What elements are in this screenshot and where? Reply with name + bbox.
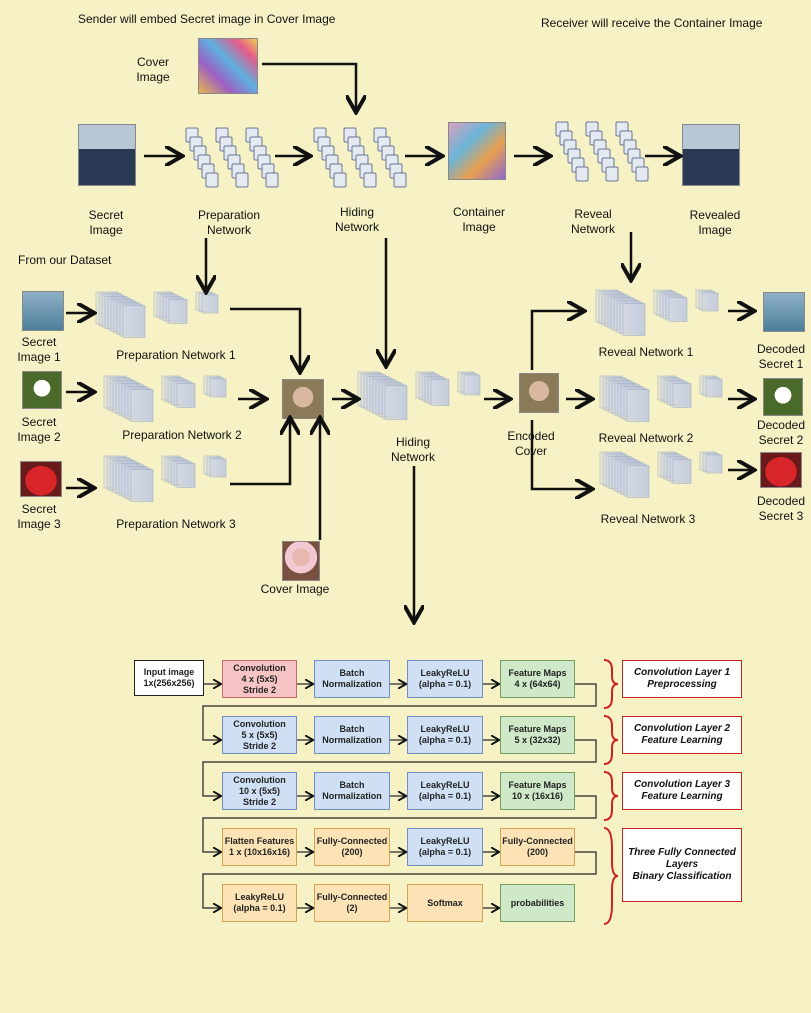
- reveal-network-1-label: Reveal Network 1: [598, 345, 694, 359]
- conv1-box: Convolution 4 x (5x5) Stride 2: [222, 660, 297, 698]
- conv2-box: Convolution 5 x (5x5) Stride 2: [222, 716, 297, 754]
- cover-image-label: Cover Image: [136, 55, 170, 84]
- preparation-network-stack: [185, 127, 279, 188]
- group-conv-layer-2: Convolution Layer 2 Feature Learning: [622, 716, 742, 754]
- decoded-secret-3-label: Decoded Secret 3: [756, 494, 806, 523]
- batchnorm1-box: Batch Normalization: [314, 660, 390, 698]
- preparation-network-1-label: Preparation Network 1: [116, 348, 236, 362]
- featuremaps1-box: Feature Maps 4 x (64x64): [500, 660, 575, 698]
- featuremaps2-box: Feature Maps 5 x (32x32): [500, 716, 575, 754]
- cover-image-label-bottom: Cover Image: [260, 582, 330, 596]
- fc1-box: Fully-Connected (200): [314, 828, 390, 866]
- decoded-secret-2-label: Decoded Secret 2: [756, 418, 806, 447]
- reveal-network-1-layers: [595, 289, 719, 336]
- group-conv-layer-1: Convolution Layer 1 Preprocessing: [622, 660, 742, 698]
- input-image-box: Input image 1x(256x256): [134, 660, 204, 696]
- container-image-label: Container Image: [452, 205, 506, 234]
- hiding-network-layers: [357, 371, 481, 420]
- secret-image-1-label: Secret Image 1: [17, 335, 61, 364]
- secret-image-top: [78, 124, 136, 186]
- reveal-network-3-label: Reveal Network 3: [600, 512, 696, 526]
- hiding-network-label-mid: Hiding Network: [390, 435, 435, 464]
- group-fully-connected: Three Fully Connected Layers Binary Clas…: [622, 828, 742, 902]
- leakyrelu5-box: LeakyReLU (alpha = 0.1): [222, 884, 297, 922]
- featuremaps3-box: Feature Maps 10 x (16x16): [500, 772, 575, 810]
- cover-image-bottom: [282, 541, 320, 581]
- decoded-secret-2: [763, 378, 803, 416]
- reveal-network-label-top: Reveal Network: [570, 207, 615, 236]
- container-image: [448, 122, 506, 180]
- conv3-box: Convolution 10 x (5x5) Stride 2: [222, 772, 297, 810]
- preparation-network-3-layers: [103, 455, 227, 502]
- decoded-secret-1-label: Decoded Secret 1: [756, 342, 806, 371]
- secret-image-1: [22, 291, 64, 331]
- receiver-note: Receiver will receive the Container Imag…: [541, 16, 763, 30]
- preparation-network-label: Preparation Network: [197, 208, 261, 237]
- encoded-cover-image: [519, 373, 559, 413]
- reveal-network-3-layers: [599, 451, 723, 498]
- leakyrelu2-box: LeakyReLU (alpha = 0.1): [407, 716, 483, 754]
- preparation-network-2-layers: [103, 375, 227, 422]
- secret-image-2: [22, 371, 62, 409]
- revealed-image: [682, 124, 740, 186]
- preparation-network-1-layers: [95, 291, 219, 338]
- sender-note: Sender will embed Secret image in Cover …: [78, 12, 336, 26]
- flatten-box: Flatten Features 1 x (10x16x16): [222, 828, 297, 866]
- fc3-box: Fully-Connected (2): [314, 884, 390, 922]
- reveal-network-2-layers: [599, 375, 723, 422]
- batchnorm2-box: Batch Normalization: [314, 716, 390, 754]
- decoded-secret-1: [763, 292, 805, 332]
- encoded-cover-label: Encoded Cover: [507, 429, 555, 458]
- reveal-network-2-label: Reveal Network 2: [598, 431, 694, 445]
- secret-image-label: Secret Image: [88, 208, 124, 237]
- softmax-box: Softmax: [407, 884, 483, 922]
- secret-image-2-label: Secret Image 2: [17, 415, 61, 444]
- preparation-network-3-label: Preparation Network 3: [116, 517, 236, 531]
- preparation-network-2-label: Preparation Network 2: [122, 428, 242, 442]
- fc2-box: Fully-Connected (200): [500, 828, 575, 866]
- group-conv-layer-3: Convolution Layer 3 Feature Learning: [622, 772, 742, 810]
- dataset-label: From our Dataset: [18, 253, 112, 267]
- reveal-network-stack: [555, 121, 649, 182]
- revealed-image-label: Revealed Image: [689, 208, 741, 237]
- cover-image-top: [198, 38, 258, 94]
- hiding-network-stack-top: [313, 127, 407, 188]
- decoded-secret-3: [760, 452, 802, 488]
- secret-image-3: [20, 461, 62, 497]
- leakyrelu4-box: LeakyReLU (alpha = 0.1): [407, 828, 483, 866]
- hiding-network-label-top: Hiding Network: [334, 205, 379, 234]
- secret-image-3-label: Secret Image 3: [17, 502, 61, 531]
- batchnorm3-box: Batch Normalization: [314, 772, 390, 810]
- probabilities-box: probabilities: [500, 884, 575, 922]
- encoded-image-mid: [282, 379, 324, 419]
- leakyrelu1-box: LeakyReLU (alpha = 0.1): [407, 660, 483, 698]
- leakyrelu3-box: LeakyReLU (alpha = 0.1): [407, 772, 483, 810]
